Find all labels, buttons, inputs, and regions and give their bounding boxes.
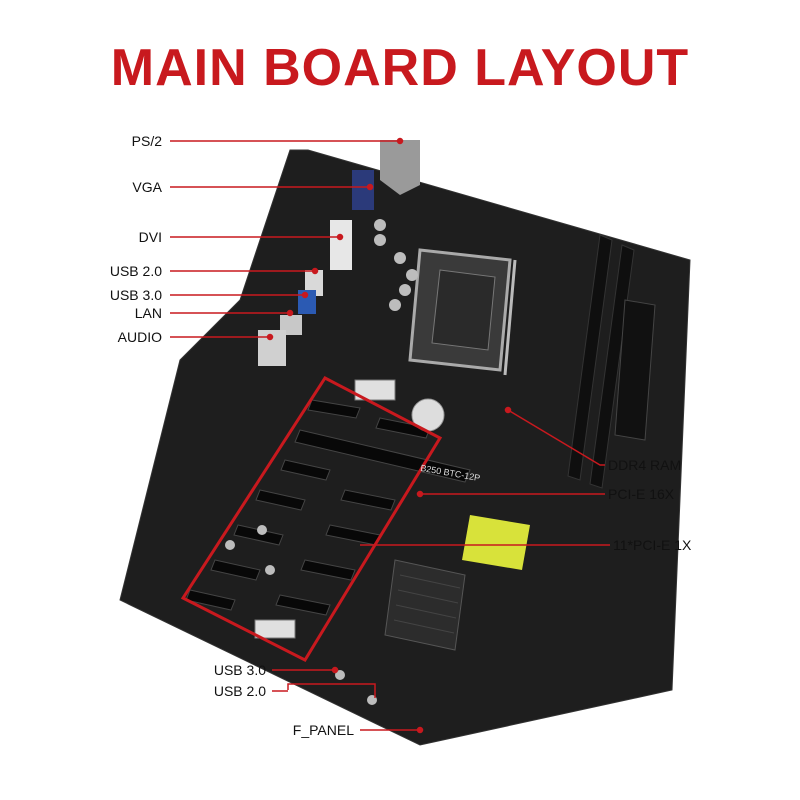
label-vga: VGA	[132, 179, 162, 195]
molex-connector-2	[254, 619, 296, 639]
pcie-1x-slots	[185, 399, 431, 616]
label-pcie16: PCI-E 16X	[608, 486, 675, 502]
label-usb20-rear: USB 2.0	[109, 263, 162, 279]
label-usb30-front: USB 3.0	[213, 662, 266, 678]
vga-port	[352, 170, 374, 210]
label-pcie1: 11*PCI-E 1X	[613, 537, 692, 553]
label-audio: AUDIO	[117, 329, 162, 345]
pcie-highlight-box	[180, 376, 443, 662]
dvi-port	[330, 220, 352, 270]
pcie-16x-slot	[294, 429, 471, 483]
page-title: MAIN BOARD LAYOUT	[110, 39, 690, 97]
label-fpanel: F_PANEL	[292, 722, 354, 738]
label-dvi: DVI	[138, 229, 162, 245]
yellow-sticker	[462, 515, 530, 570]
ddr4-slot-1	[567, 234, 613, 481]
atx-power-connector	[614, 299, 656, 441]
label-ddr4: DDR4 RAM	[608, 457, 682, 473]
callout-lines	[170, 137, 610, 734]
label-lan: LAN	[134, 305, 162, 321]
rear-io-panel	[380, 140, 420, 195]
chipset-heatsink	[384, 559, 466, 651]
ddr4-slot-2	[589, 244, 635, 489]
usb-port-rear	[305, 270, 323, 296]
label-usb30-rear: USB 3.0	[109, 287, 162, 303]
label-usb20-front: USB 2.0	[213, 683, 266, 699]
capacitors	[225, 219, 418, 705]
pcb-board	[119, 149, 691, 746]
molex-connector	[354, 379, 396, 401]
label-ps2: PS/2	[131, 133, 162, 149]
cpu-socket-inner	[431, 269, 496, 351]
